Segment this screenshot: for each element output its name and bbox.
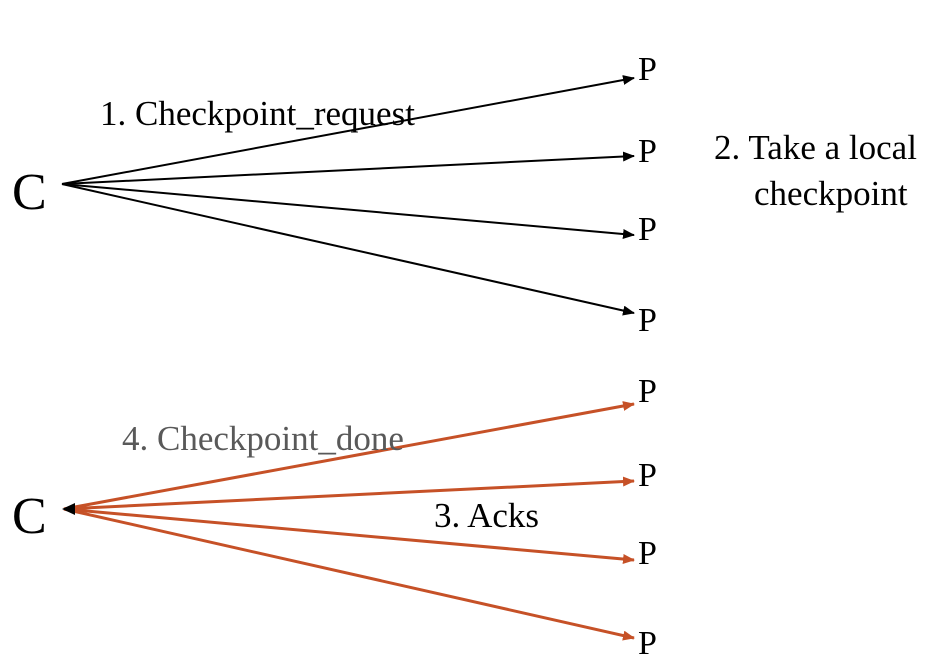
process-top-1: P	[638, 51, 657, 88]
ack-line-3	[63, 507, 635, 564]
process-bottom-3: P	[638, 535, 657, 572]
request-arrow-1	[61, 75, 635, 185]
request-arrow-3	[61, 183, 635, 240]
ack-line-4	[63, 507, 635, 641]
process-top-4: P	[638, 302, 657, 339]
checkpoint-done-label: 4. Checkpoint_done	[122, 419, 404, 458]
checkpoint-request-label: 1. Checkpoint_request	[100, 94, 415, 133]
ack-line-2	[63, 476, 635, 511]
ack-arrowhead-into-c	[62, 503, 75, 515]
process-top-2: P	[638, 133, 657, 170]
take-local-checkpoint-line-2: checkpoint	[754, 173, 908, 213]
coordinator-top: C	[12, 164, 47, 221]
request-arrow-2	[61, 151, 635, 185]
take-local-checkpoint-line-1: 2. Take a local	[714, 128, 917, 167]
take-local-checkpoint-label: 2. Take a local checkpoint	[714, 125, 917, 216]
process-bottom-1: P	[638, 373, 657, 410]
acks-label: 3. Acks	[434, 496, 539, 535]
process-bottom-2: P	[638, 457, 657, 494]
ack-line-1	[63, 401, 635, 511]
process-bottom-4: P	[638, 625, 657, 662]
process-top-3: P	[638, 211, 657, 248]
coordinator-bottom: C	[12, 488, 47, 545]
request-arrow-4	[61, 183, 635, 316]
